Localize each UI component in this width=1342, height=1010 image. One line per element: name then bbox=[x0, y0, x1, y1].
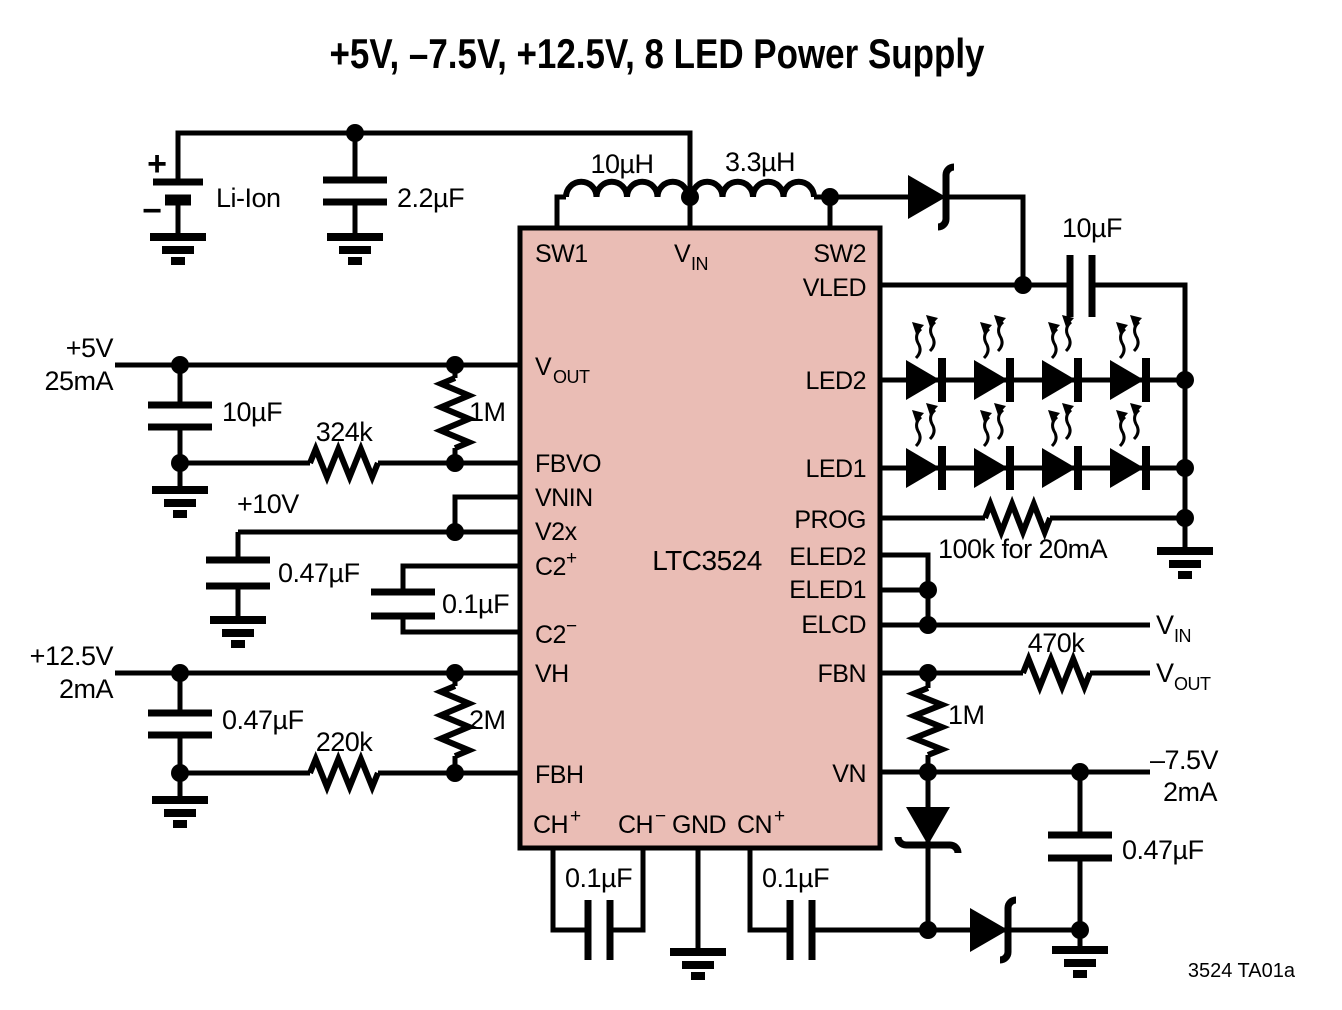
capacitor-10u-led bbox=[1066, 255, 1096, 317]
schottky-diode-sw2 bbox=[908, 167, 954, 227]
pin-c2p-sup: + bbox=[566, 548, 577, 569]
c2-cap-label: 0.1µF bbox=[442, 589, 509, 619]
pin-fbn: FBN bbox=[818, 660, 867, 688]
capacitor-10u-5v bbox=[148, 401, 212, 431]
battery-li-ion bbox=[153, 178, 203, 206]
net-vin-label: V bbox=[1156, 610, 1174, 640]
pin-vnin: VNIN bbox=[535, 484, 593, 512]
capacitor-0u47-neg bbox=[1048, 831, 1112, 862]
schematic-title: +5V, –7.5V, +12.5V, 8 LED Power Supply bbox=[330, 30, 986, 77]
pin-eled1: ELED1 bbox=[789, 576, 866, 604]
pin-vin: V bbox=[674, 240, 691, 268]
resistor-prog-100k bbox=[982, 495, 1053, 541]
pin-cnp: CN bbox=[737, 811, 772, 839]
net-vout-sub: OUT bbox=[1174, 674, 1211, 694]
ic-part-number: LTC3524 bbox=[652, 545, 762, 576]
figure-id: 3524 TA01a bbox=[1188, 960, 1296, 982]
rail12-cap-label: 0.47µF bbox=[222, 705, 304, 735]
pin-fbh: FBH bbox=[535, 761, 584, 789]
rail10-label: +10V bbox=[237, 489, 299, 519]
battery-label: Li-Ion bbox=[216, 183, 281, 213]
pin-cnp-sup: + bbox=[774, 806, 785, 827]
r470k-label: 470k bbox=[1028, 628, 1086, 658]
capacitor-0u1-cn bbox=[786, 900, 816, 960]
rail5-rtop-label: 1M bbox=[469, 397, 506, 427]
neg-cap-label: 0.47µF bbox=[1122, 835, 1204, 865]
inductor1-label: 10µH bbox=[590, 149, 653, 179]
pin-led2: LED2 bbox=[805, 367, 866, 395]
pin-chp: CH bbox=[533, 811, 568, 839]
capacitor-0u1-ch bbox=[584, 900, 614, 960]
pin-gnd: GND bbox=[672, 811, 726, 839]
pin-vn: VN bbox=[832, 760, 866, 788]
capacitor-0u47-10v bbox=[206, 556, 270, 590]
pin-chm-sup: − bbox=[655, 806, 666, 827]
cn-cap-label: 0.1µF bbox=[762, 863, 829, 893]
rail12-voltage: +12.5V bbox=[30, 641, 114, 671]
rail5-cap-label: 10µF bbox=[222, 397, 282, 427]
pin-vled: VLED bbox=[803, 274, 866, 302]
rail5-current: 25mA bbox=[44, 366, 113, 396]
pin-vout: V bbox=[535, 353, 552, 381]
input-cap-label: 2.2µF bbox=[397, 183, 464, 213]
pin-sw2: SW2 bbox=[813, 240, 866, 268]
ic-body bbox=[517, 225, 883, 851]
pin-c2p: C2 bbox=[535, 553, 566, 581]
r1m-fbn-label: 1M bbox=[948, 700, 985, 730]
net-vout-label: V bbox=[1156, 658, 1174, 688]
pin-fbvo: FBVO bbox=[535, 450, 601, 478]
ch-cap-label: 0.1µF bbox=[565, 863, 632, 893]
schottky-diode-cn bbox=[970, 900, 1016, 960]
led-string-1 bbox=[906, 403, 1146, 490]
pin-prog: PROG bbox=[794, 506, 866, 534]
rail12-rfb-label: 220k bbox=[316, 727, 374, 757]
resistor-324k bbox=[307, 440, 381, 486]
rail12-current: 2mA bbox=[59, 674, 114, 704]
schottky-diode-vn bbox=[898, 807, 958, 853]
capacitor-2u2 bbox=[323, 176, 387, 206]
rail12-rtop-label: 2M bbox=[469, 705, 506, 735]
led-cap-label: 10µF bbox=[1062, 213, 1122, 243]
capacitor-0u47-12v bbox=[148, 709, 212, 739]
pin-led1: LED1 bbox=[805, 455, 866, 483]
resistor-1M-vout bbox=[433, 375, 477, 451]
resistor-470k bbox=[1020, 650, 1093, 696]
pin-vh: VH bbox=[535, 660, 569, 688]
inductor2-label: 3.3µH bbox=[725, 147, 795, 177]
resistor-220k bbox=[307, 750, 381, 796]
inductor-10uH bbox=[563, 178, 691, 198]
pin-v2x: V2x bbox=[535, 518, 578, 546]
rail10-cap-label: 0.47µF bbox=[278, 558, 360, 588]
rail5-rfb-label: 324k bbox=[316, 417, 374, 447]
junction-dots bbox=[171, 124, 1194, 939]
pin-sw1: SW1 bbox=[535, 240, 588, 268]
capacitor-0u1-c2 bbox=[371, 588, 435, 620]
pin-eled2: ELED2 bbox=[789, 543, 866, 571]
neg-rail-current: 2mA bbox=[1163, 777, 1218, 807]
pin-c2m: C2 bbox=[535, 621, 566, 649]
pin-chm: CH bbox=[618, 811, 653, 839]
battery-minus-sign: − bbox=[142, 192, 162, 230]
battery-plus-sign: + bbox=[147, 145, 167, 183]
pin-elcd: ELCD bbox=[801, 611, 866, 639]
resistor-2M bbox=[433, 683, 477, 759]
pin-c2m-sup: − bbox=[566, 616, 577, 637]
pin-chp-sup: + bbox=[570, 806, 581, 827]
prog-resistor-label: 100k for 20mA bbox=[938, 534, 1108, 564]
pin-vin-sub: IN bbox=[691, 254, 708, 274]
inductor-3u3H bbox=[689, 178, 817, 198]
rail5-voltage: +5V bbox=[66, 333, 114, 363]
pin-vout-sub: OUT bbox=[553, 367, 590, 387]
led-string-2 bbox=[906, 315, 1146, 402]
net-vin-sub: IN bbox=[1174, 626, 1191, 646]
neg-rail-voltage: –7.5V bbox=[1150, 745, 1219, 775]
resistor-1M-fbn bbox=[905, 685, 951, 758]
